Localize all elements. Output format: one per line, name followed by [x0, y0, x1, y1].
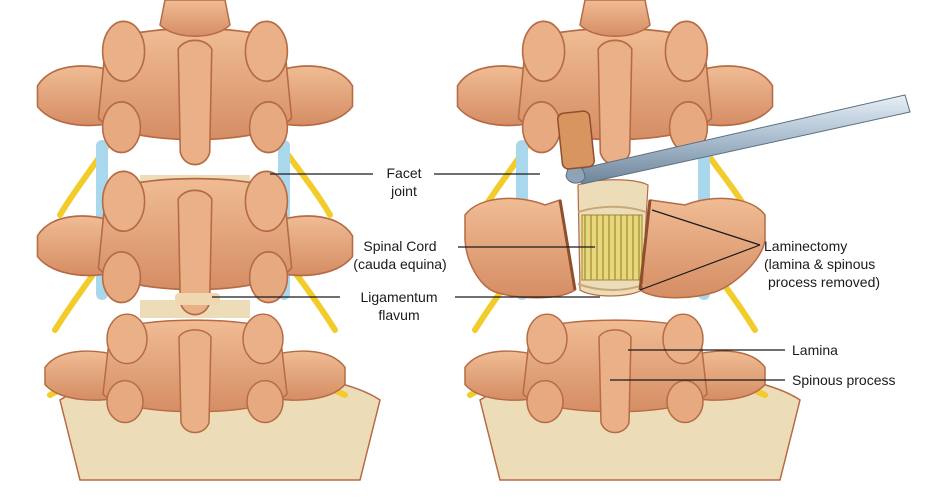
leader-lines — [212, 173, 785, 381]
label-laminectomy-line2: (lamina & spinous — [764, 256, 876, 272]
label-spinal-cord-line1: Spinal Cord — [363, 238, 437, 254]
label-ligamentum-flavum-line2: flavum — [378, 307, 420, 323]
right-spine — [456, 0, 911, 481]
label-ligamentum-flavum: Ligamentum flavum — [344, 288, 454, 324]
label-lamina: Lamina — [792, 342, 838, 358]
label-facet-joint-line2: joint — [391, 183, 417, 199]
label-laminectomy: Laminectomy (lamina & spinous process re… — [764, 237, 904, 291]
surgical-instrument — [557, 94, 911, 185]
label-facet-joint-line1: Facet — [386, 165, 422, 181]
label-spinous-process: Spinous process — [792, 372, 896, 388]
label-laminectomy-line1: Laminectomy — [764, 238, 848, 254]
label-laminectomy-line3: process removed) — [768, 274, 881, 290]
label-ligamentum-flavum-line1: Ligamentum — [360, 289, 438, 305]
label-facet-joint: Facet joint — [376, 164, 432, 200]
left-spine — [36, 0, 381, 481]
label-spinal-cord-line2: (cauda equina) — [353, 256, 447, 272]
label-spinal-cord: Spinal Cord (cauda equina) — [344, 237, 456, 273]
